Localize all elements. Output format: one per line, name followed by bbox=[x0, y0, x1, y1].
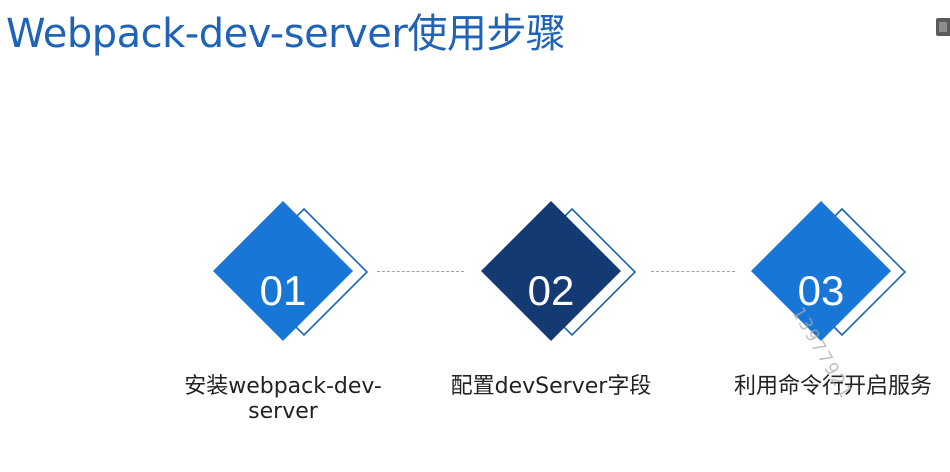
step-03-number: 03 bbox=[797, 267, 845, 314]
connector-2-3 bbox=[651, 271, 735, 272]
step-01-fill bbox=[213, 201, 353, 341]
step-03-diamond bbox=[751, 201, 907, 341]
step-01-label: 安装webpack-dev-server bbox=[184, 374, 382, 424]
step-02-diamond bbox=[481, 201, 637, 341]
step-03: 03 bbox=[751, 201, 931, 381]
connector-1-2 bbox=[377, 271, 464, 272]
slide-title: Webpack-dev-server使用步骤 bbox=[6, 11, 566, 57]
step-01-diamond bbox=[213, 201, 369, 341]
step-02-fill bbox=[481, 201, 621, 341]
step-01: 01 bbox=[213, 201, 393, 381]
step-02-label: 配置devServer字段 bbox=[450, 374, 652, 399]
window-menu-icon[interactable] bbox=[936, 18, 950, 36]
step-02-number: 02 bbox=[527, 267, 575, 314]
step-02: 02 bbox=[481, 201, 661, 381]
step-03-fill bbox=[751, 201, 891, 341]
step-01-number: 01 bbox=[259, 267, 307, 314]
step-03-label: 利用命令行开启服务 bbox=[733, 374, 932, 399]
